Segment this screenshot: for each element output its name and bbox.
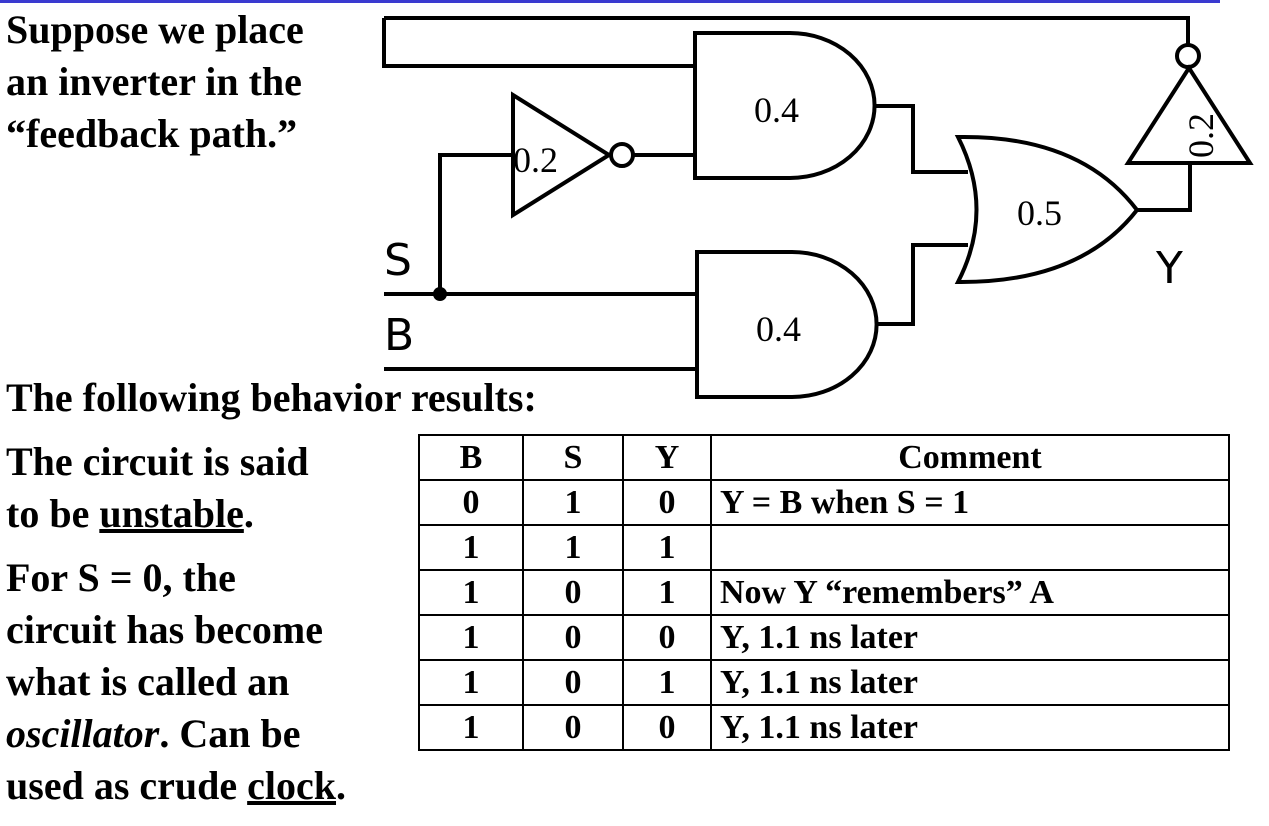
for-line-1: For S = 0, the [6, 555, 236, 600]
cell-y: 1 [622, 569, 712, 616]
cell-s: 0 [522, 614, 624, 661]
clock-line: used as crude clock. [6, 760, 346, 812]
cell-y: 0 [622, 704, 712, 751]
cell-s: 1 [522, 524, 624, 571]
oscillator-line: oscillator. Can be [6, 708, 300, 760]
output-to-inverter-wire [1137, 163, 1192, 212]
input-b-label: B [384, 310, 414, 361]
and-gate-top-symbol [693, 31, 877, 180]
cell-y: 1 [622, 524, 712, 571]
cell-s: 0 [522, 704, 624, 751]
table-row: 1 1 1 [418, 524, 1230, 571]
and-bottom-delay: 0.4 [756, 309, 801, 349]
input-not-gate-bubble [609, 142, 635, 168]
unstable-line-1: The circuit is said [6, 439, 309, 484]
for-line-2: circuit has become [6, 607, 323, 652]
or-gate-symbol [954, 134, 1140, 285]
and-bottom-to-or-wire [876, 243, 968, 326]
output-y-label: Y [1155, 243, 1183, 294]
cell-s: 0 [522, 659, 624, 706]
for-line-3: what is called an [6, 659, 290, 704]
top-accent-bar [0, 0, 1220, 3]
cell-b: 1 [418, 704, 524, 751]
unstable-word: unstable [99, 491, 244, 536]
cell-comment: Y, 1.1 ns later [710, 704, 1230, 751]
intro-line-3: “feedback path.” [6, 111, 298, 156]
and-top-delay: 0.4 [754, 90, 799, 130]
unstable-line-2-pre: to be [6, 491, 100, 536]
not-gate-delay: 0.2 [513, 140, 558, 180]
clock-word: clock [247, 763, 337, 808]
clock-line-post: . [336, 763, 347, 808]
cell-s: 1 [522, 479, 624, 526]
cell-b: 1 [418, 524, 524, 571]
cell-comment: Now Y “remembers” A [710, 569, 1230, 616]
cell-y: 1 [622, 659, 712, 706]
oscillator-word: oscillator [6, 711, 160, 756]
header-y: Y [622, 434, 712, 481]
cell-b: 0 [418, 479, 524, 526]
unstable-line-2-post: . [243, 491, 254, 536]
cell-b: 1 [418, 659, 524, 706]
s-to-not-wire [438, 153, 513, 294]
unstable-line-2: to be unstable. [6, 488, 254, 540]
and-gate-bottom-symbol [695, 250, 879, 399]
oscillator-line-post: . Can be [159, 711, 301, 756]
intro-line-2: an inverter in the [6, 59, 302, 104]
table-header-row: B S Y Comment [418, 434, 1230, 481]
cell-comment [710, 524, 1230, 571]
cell-comment: Y, 1.1 ns later [710, 614, 1230, 661]
cell-s: 0 [522, 569, 624, 616]
cell-comment: Y = B when S = 1 [710, 479, 1230, 526]
header-s: S [522, 434, 624, 481]
input-s-label: S [384, 235, 412, 286]
cell-b: 1 [418, 614, 524, 661]
table-row: 1 0 0 Y, 1.1 ns later [418, 704, 1230, 751]
cell-comment: Y, 1.1 ns later [710, 659, 1230, 706]
feedback-to-and-top-wire [382, 18, 695, 68]
table-row: 0 1 0 Y = B when S = 1 [418, 479, 1230, 526]
and-top-to-or-wire [874, 104, 968, 174]
behavior-table: B S Y Comment 0 1 0 Y = B when S = 1 1 1… [418, 434, 1230, 751]
table-row: 1 0 0 Y, 1.1 ns later [418, 614, 1230, 661]
feedback-inverter-delay: 0.2 [1181, 113, 1221, 158]
table-row: 1 0 1 Now Y “remembers” A [418, 569, 1230, 616]
feedback-wire [384, 16, 1190, 44]
cell-y: 0 [622, 479, 712, 526]
intro-line-1: Suppose we place [6, 7, 304, 52]
or-gate-delay: 0.5 [1017, 193, 1062, 233]
header-comment: Comment [710, 434, 1230, 481]
header-b: B [418, 434, 524, 481]
behavior-heading: The following behavior results: [6, 375, 537, 420]
table-row: 1 0 1 Y, 1.1 ns later [418, 659, 1230, 706]
cell-y: 0 [622, 614, 712, 661]
s-junction-dot [433, 287, 447, 301]
cell-b: 1 [418, 569, 524, 616]
feedback-inverter-bubble [1175, 43, 1201, 69]
clock-line-pre: used as crude [6, 763, 248, 808]
